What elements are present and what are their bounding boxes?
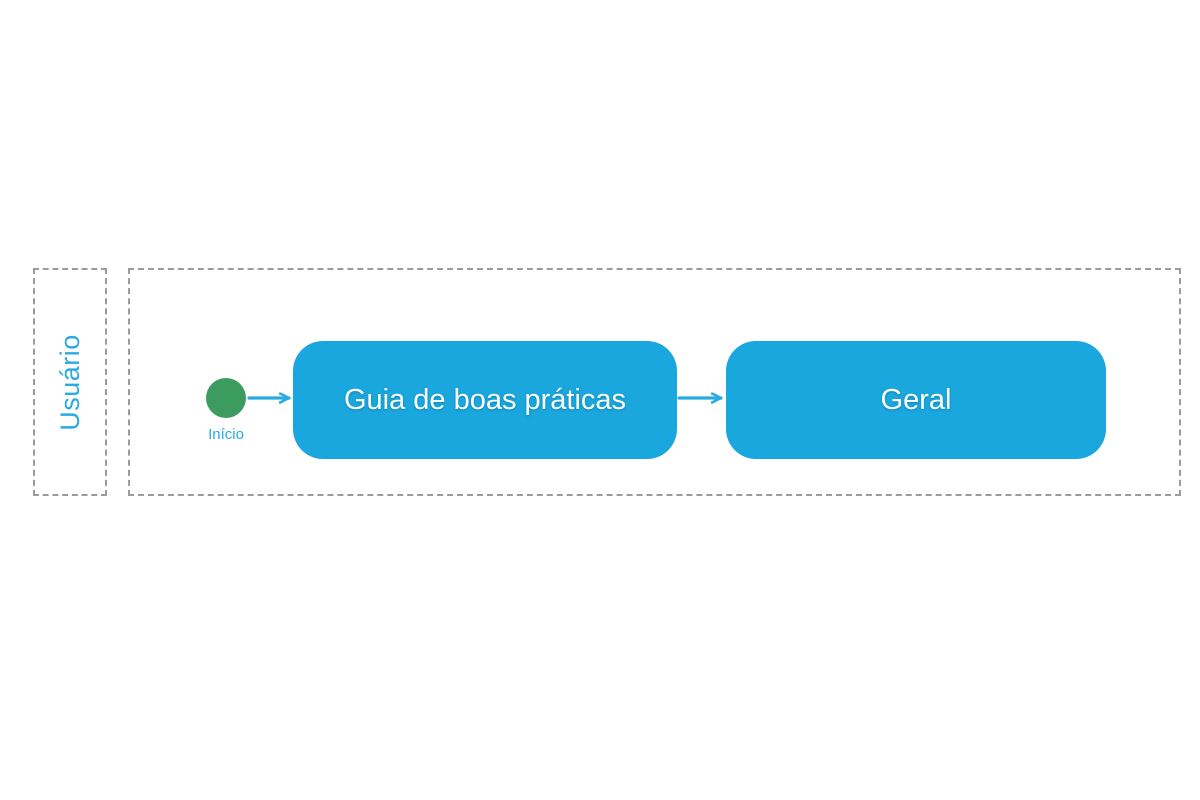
swimlane-label-box: Usuário [33,268,107,496]
activity-node-label: Geral [880,383,952,416]
activity-node-geral[interactable]: Geral [726,341,1106,459]
activity-node-guia-de-boas-praticas[interactable]: Guia de boas práticas [293,341,677,459]
start-node[interactable] [206,378,246,418]
swimlane-body [128,268,1181,496]
start-node-label: Início [208,426,244,443]
swimlane-label: Usuário [54,333,85,431]
activity-node-label: Guia de boas práticas [343,383,627,416]
